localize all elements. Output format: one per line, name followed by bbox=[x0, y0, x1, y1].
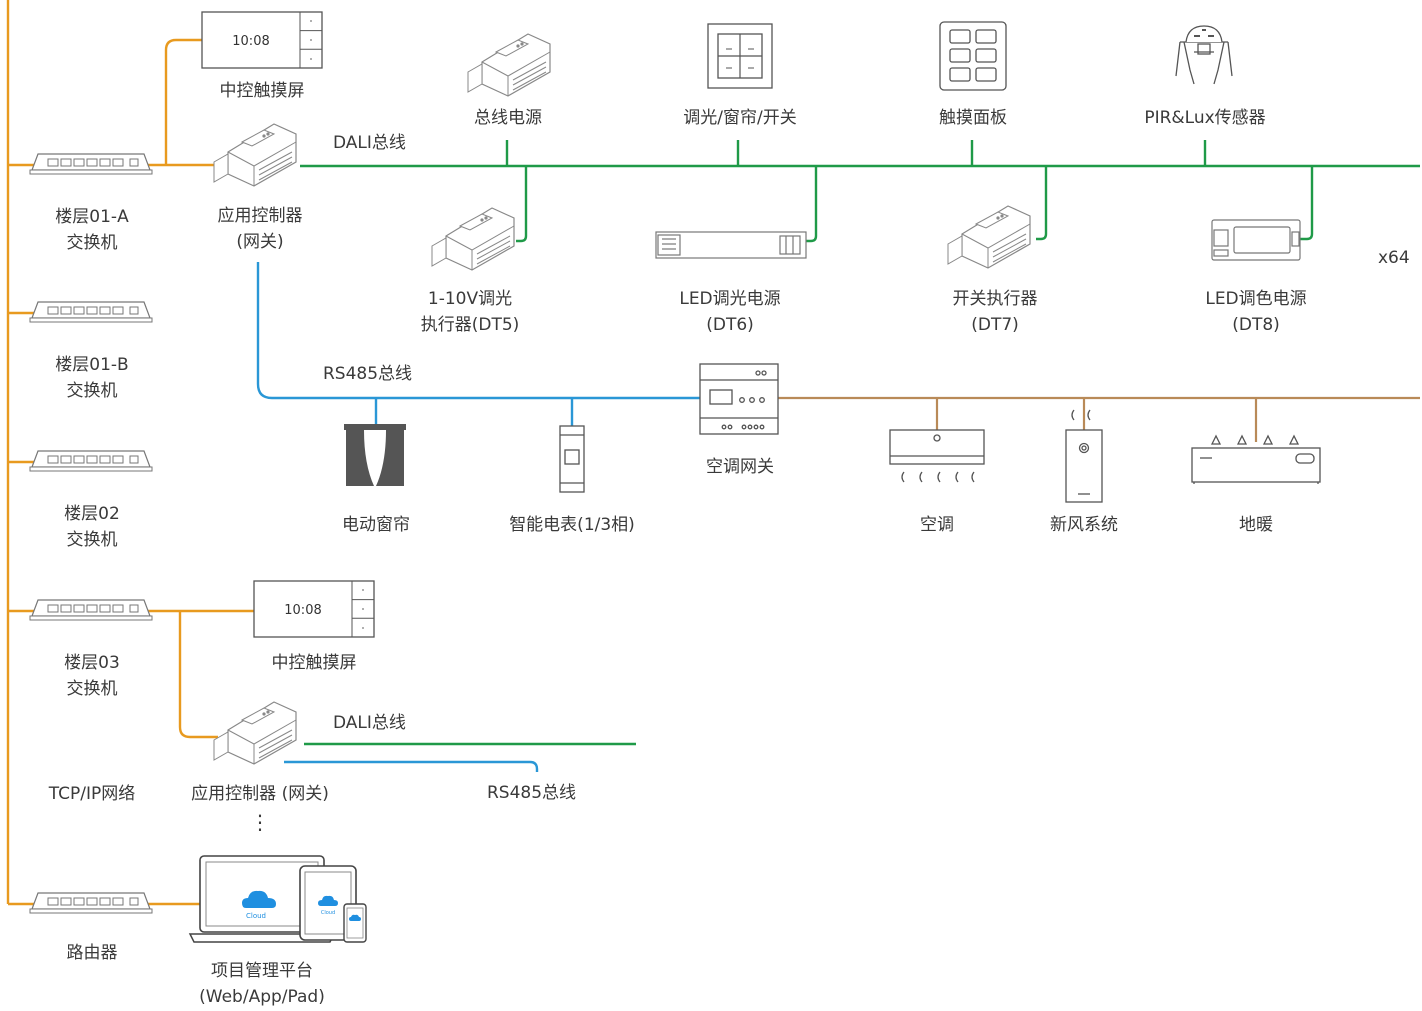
more-controllers-ellipsis: ⋮ bbox=[250, 810, 270, 834]
switch-floor-01b-icon bbox=[29, 301, 153, 323]
hvac-bus-lines bbox=[778, 396, 1420, 442]
floor-heating-label: 地暖 bbox=[1239, 515, 1273, 535]
platform-label: 项目管理平台(Web/App/Pad) bbox=[199, 961, 325, 1007]
hvac-gateway-label: 空调网关 bbox=[706, 457, 774, 477]
touch-screen-bottom-time: 10:08 bbox=[284, 603, 321, 618]
touch-screen-top-label: 中控触摸屏 bbox=[219, 81, 305, 101]
pir-sensor-icon bbox=[1175, 25, 1233, 85]
air-conditioner-icon bbox=[889, 429, 985, 483]
device-multiplier-label: x64 bbox=[1378, 248, 1410, 268]
air-conditioner-label: 空调 bbox=[920, 515, 954, 535]
led-dimming-driver-label: LED调光电源(DT6) bbox=[679, 289, 781, 335]
dt7-actuator-icon bbox=[947, 205, 1031, 269]
tablet-cloud-label: Cloud bbox=[321, 910, 335, 916]
wall-switch-label: 调光/窗帘/开关 bbox=[683, 108, 797, 128]
dt5-actuator-icon bbox=[431, 207, 515, 271]
hvac-gateway-icon bbox=[699, 363, 779, 435]
laptop-cloud-label: Cloud bbox=[246, 912, 266, 920]
led-color-driver-icon bbox=[1211, 219, 1301, 261]
touch-screen-top-time: 10:08 bbox=[232, 34, 269, 49]
controller-bottom-icon bbox=[213, 701, 297, 765]
energy-meter-label: 智能电表(1/3相) bbox=[509, 515, 635, 535]
tcp-ip-network-lines bbox=[6, 0, 254, 906]
floor-heating-icon bbox=[1191, 434, 1321, 484]
dt5-actuator-label: 1-10V调光执行器(DT5) bbox=[420, 289, 520, 335]
dt7-actuator-label: 开关执行器(DT7) bbox=[952, 289, 1038, 335]
phone-icon bbox=[343, 903, 367, 943]
controller-top-icon bbox=[213, 123, 297, 187]
pir-sensor-label: PIR&Lux传感器 bbox=[1144, 108, 1266, 128]
laptop-icon: Cloud bbox=[188, 855, 336, 943]
curtain-icon bbox=[344, 424, 406, 486]
rs485-bus-lines bbox=[256, 262, 700, 772]
wall-switch-icon bbox=[707, 23, 773, 89]
fresh-air-label: 新风系统 bbox=[1050, 515, 1118, 535]
controller-bottom-label: 应用控制器 (网关) bbox=[191, 784, 329, 804]
controller-top-label: 应用控制器(网关) bbox=[217, 206, 303, 252]
router-icon bbox=[29, 892, 153, 914]
bus-power-supply-icon bbox=[467, 33, 551, 97]
touch-screen-bottom-icon: 10:08 bbox=[253, 580, 375, 638]
bus-power-supply-label: 总线电源 bbox=[474, 108, 542, 128]
router-label: 路由器 bbox=[66, 943, 118, 963]
cloud-icon bbox=[242, 890, 276, 908]
switch-floor-03-icon bbox=[29, 599, 153, 621]
touch-panel-icon bbox=[939, 21, 1007, 91]
rs485-bus-bottom-label: RS485总线 bbox=[487, 783, 577, 803]
energy-meter-icon bbox=[559, 425, 585, 493]
touch-panel-label: 触摸面板 bbox=[939, 108, 1007, 128]
dali-bus-bottom-label: DALI总线 bbox=[333, 713, 406, 733]
switch-floor-02-icon bbox=[29, 450, 153, 472]
switch-floor-01a-icon bbox=[29, 153, 153, 175]
dali-bus-lines bbox=[300, 140, 1420, 746]
curtain-label: 电动窗帘 bbox=[342, 515, 410, 535]
tcp-ip-network-label: TCP/IP网络 bbox=[48, 784, 136, 804]
led-color-driver-label: LED调色电源(DT8) bbox=[1205, 289, 1307, 335]
touch-screen-bottom-label: 中控触摸屏 bbox=[271, 653, 357, 673]
touch-screen-top-icon: 10:08 bbox=[201, 11, 323, 69]
led-dimming-driver-icon bbox=[655, 231, 807, 259]
dali-bus-top-label: DALI总线 bbox=[333, 133, 406, 153]
fresh-air-icon bbox=[1065, 409, 1103, 503]
rs485-bus-top-label: RS485总线 bbox=[323, 364, 413, 384]
